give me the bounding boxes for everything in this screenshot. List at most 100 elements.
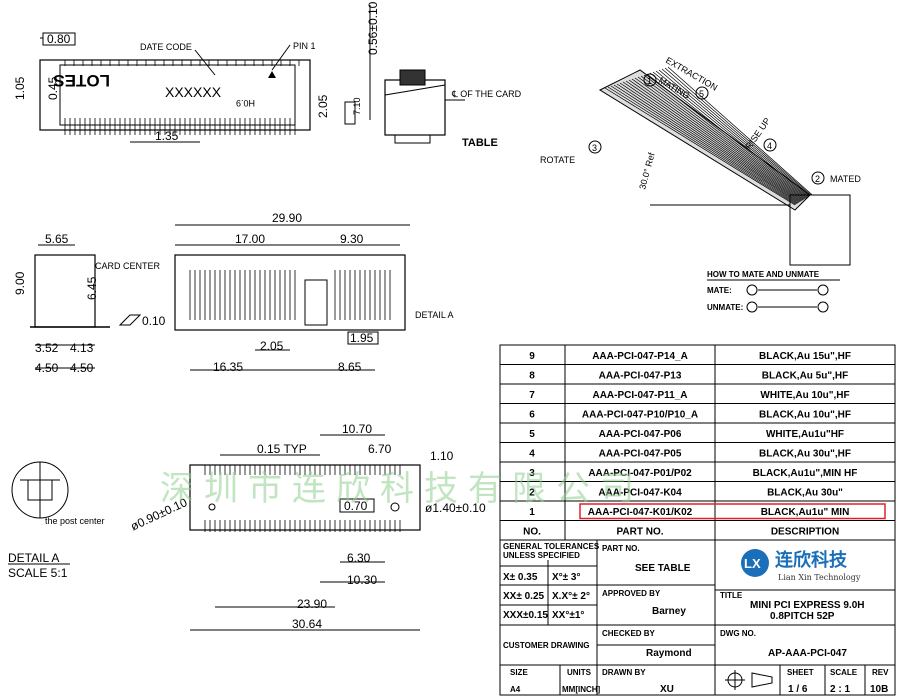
tol1b: X°± 3° [552,572,581,583]
dim-2990: 29.90 [272,211,302,225]
highlight-box [579,503,886,520]
dim-1635: 16.35 [213,360,243,374]
dim-2390: 23.90 [297,597,327,611]
pin-line [628,79,802,202]
pin-line [643,74,806,199]
end-view: 5.65 9.00 6.45 3.52 4.13 4.50 4.50 [13,232,110,375]
sheet-value: 1 / 6 [788,684,808,695]
pin-line [637,76,805,200]
mated-label: MATED [830,174,861,184]
dim-110: 1.10 [430,449,454,463]
dim-1700: 17.00 [235,232,265,246]
sheet-label: SHEET [787,668,814,677]
header-no: NO. [523,527,541,538]
approved-label: APPROVED BY [602,589,661,598]
xxxxxx-mark: XXXXXX [165,84,222,100]
table-row-part: AAA-PCI-047-P13 [599,371,682,382]
pin-line [652,71,809,198]
num-4: 4 [767,141,772,151]
table-row-part: AAA-PCI-047-K01/K02 [588,507,693,518]
table-row-desc: BLACK,Au 30u",HF [759,449,851,460]
dwg-label: DWG NO. [720,629,756,638]
detail-scale: SCALE 5:1 [8,566,68,580]
dim-645: 6.45 [85,276,99,300]
pin-line [664,67,812,196]
title-line2: 0.8PITCH 52P [770,611,835,622]
pin-line [613,84,798,204]
dim-413: 4.13 [70,341,94,355]
table-row-no: 5 [529,429,535,440]
header-part: PART NO. [616,527,663,538]
table-row-desc: BLACK,Au 15u",HF [759,351,851,362]
watermark: 深圳市连欣科技有限公司 [160,469,644,509]
mating-view: EXTRACTION 1 MATING 5 RISE UP 4 ROTATE 3… [540,55,861,313]
title-label: TITLE [720,591,743,600]
pin-line [610,85,797,205]
pin-line [607,86,796,205]
dim-670: 6.70 [368,442,392,456]
cl-card-label: ℄ OF THE CARD [451,89,522,99]
size-label: SIZE [510,668,528,677]
checked-value: Raymond [646,648,692,659]
table-row-no: 3 [529,468,535,479]
post-center-label: the post center [45,516,105,526]
units-label: UNITS [567,668,592,677]
dim-135: 1.35 [155,129,179,143]
num-3: 3 [592,143,597,153]
title-block: GENERAL TOLERANCES UNLESS SPECIFIED X± 0… [499,539,896,696]
table-row-desc: BLACK,Au 30u" [767,488,843,499]
logo-en: Lian Xin Technology [778,573,861,582]
table-row-no: 7 [529,390,535,401]
dim-630: 6.30 [347,551,371,565]
hole-right: ø1.40±0.10 [425,501,486,515]
dim-205: 2.05 [260,339,284,353]
rotate-label: ROTATE [540,155,575,165]
table-row-no: 6 [529,410,535,421]
pin-line [625,80,801,202]
pin-line [619,82,800,203]
table-row-desc: BLACK,Au 10u",HF [759,410,851,421]
tol2b: X.X°± 2° [552,591,590,602]
bottom-view: 10.70 0.15 TYP 6.70 1.10 0.70 ø0.90±0.10… [128,422,486,631]
ref-label: 30.0° Ref [637,151,657,190]
num-5: 5 [699,89,704,99]
num-2: 2 [815,174,820,184]
dim-450b: 4.50 [70,361,94,375]
dim-3064: 30.64 [292,617,322,631]
table-label: TABLE [462,137,498,149]
dim-195: 1.95 [350,331,374,345]
table-row-part: AAA-PCI-047-P11_A [592,390,687,401]
header-desc: DESCRIPTION [771,527,839,538]
dim-930: 9.30 [340,232,364,246]
pin1-label: PIN 1 [293,41,316,51]
table-row-no: 8 [529,371,535,382]
tol3b: XX°±1° [552,610,584,621]
dim-080: 0.80 [47,32,71,46]
detail-a-label: DETAIL A [415,310,454,320]
how-to-label: HOW TO MATE AND UNMATE [707,270,820,279]
card-center-label: CARD CENTER [95,261,161,271]
h09-mark: H0.9 [236,98,255,108]
side-view: 0.56±0.10 ℄ OF THE CARD 7.10 TABLE [344,1,522,149]
table-row-desc: WHITE,Au 10u",HF [760,390,849,401]
dim-710: 7.10 [352,97,362,115]
tol-title1: GENERAL TOLERANCES [503,542,600,551]
logo-mark: LX [744,556,761,571]
pin-line [646,73,807,199]
table-row-part: AAA-PCI-047-P01/P02 [588,468,692,479]
pin-line [661,68,811,196]
flat-value: 0.10 [142,314,166,328]
tol1a: X± 0.35 [503,572,538,583]
dim-105: 1.05 [13,76,27,100]
dim-352: 3.52 [35,341,59,355]
date-code-label: DATE CODE [140,42,192,52]
checked-label: CHECKED BY [602,629,656,638]
detail-a-title: DETAIL A [8,551,59,565]
part-no-value: SEE TABLE [635,563,691,574]
pin-line [634,77,804,201]
table-row-part: AAA-PCI-047-K04 [598,488,682,499]
dim-045: 0.45 [46,76,60,100]
table-row-desc: BLACK,Au 5u",HF [762,371,848,382]
